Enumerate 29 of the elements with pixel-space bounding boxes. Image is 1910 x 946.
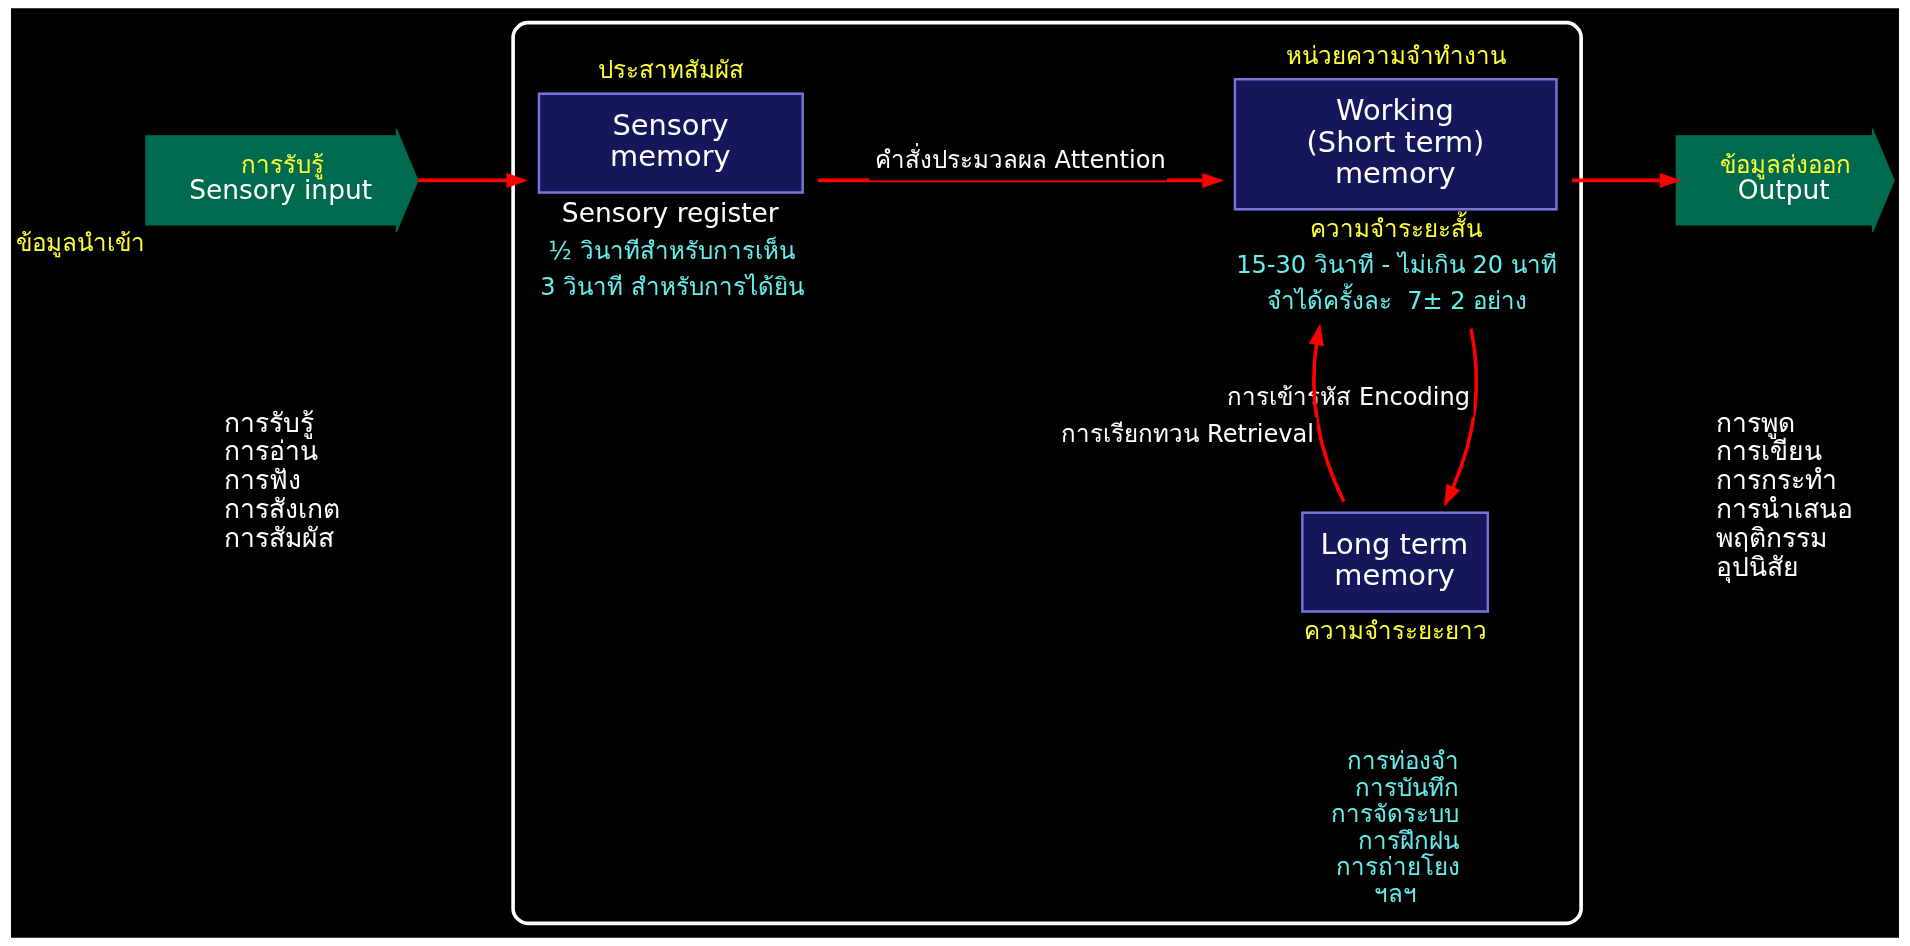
node-label: 15-30 วินาที - ไม่เกิน 20 นาที — [1236, 251, 1557, 280]
arrow — [418, 172, 529, 188]
node-label: Sensory register — [561, 197, 779, 229]
label: การพูด — [1715, 406, 1795, 438]
arrow — [1572, 172, 1682, 188]
label: การนำเสนอ — [1715, 493, 1853, 525]
label: การกระทำ — [1715, 464, 1837, 496]
label: อุปนิสัย — [1715, 551, 1799, 583]
node-label: ความจำระยะยาว — [1304, 617, 1488, 646]
label: การรับรู้ — [223, 406, 314, 438]
arrow — [1444, 328, 1479, 507]
label: การจัดระบบ — [1331, 800, 1460, 829]
label: การถ่ายโยง — [1336, 853, 1461, 882]
label: การบันทึก — [1355, 773, 1460, 802]
node-label: 3 วินาที สำหรับการได้ยิน — [540, 272, 804, 301]
label: การฟัง — [223, 464, 301, 496]
arrow — [818, 172, 1224, 188]
node-label: ประสาทสัมผัส — [597, 56, 744, 85]
node-label: ½ วินาทีสำหรับการเห็น — [548, 236, 795, 265]
label: การสัมผัส — [223, 522, 334, 554]
label: การท่องจำ — [1346, 747, 1459, 776]
node-label: ข้อมูลนำเข้า — [15, 229, 145, 258]
cluster — [511, 20, 1583, 926]
arrow — [1308, 323, 1346, 503]
label: การสังเกต — [223, 493, 340, 525]
label: ฯลฯ — [1374, 879, 1418, 908]
node-label: หน่วยความจำทำงาน — [1285, 41, 1506, 70]
label: พฤติกรรม — [1715, 522, 1827, 554]
edge-label: การเรียกทวน Retrieval — [1061, 419, 1315, 448]
